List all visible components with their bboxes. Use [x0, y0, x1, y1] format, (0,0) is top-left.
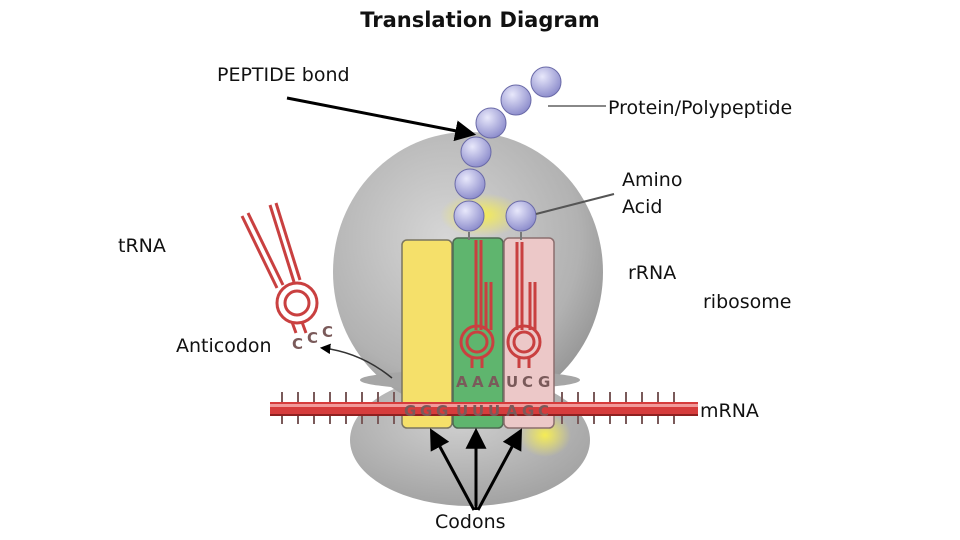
codon-base-8: G: [522, 402, 534, 420]
amino-acid-bead: [530, 66, 562, 98]
free-trna-base-1: C: [292, 335, 303, 353]
free-trna: [240, 202, 319, 334]
rrna-label: rRNA: [628, 262, 676, 284]
trna-p-site: [459, 240, 495, 368]
codon-base-4: U: [456, 402, 468, 420]
codons-label: Codons: [435, 511, 506, 533]
mrna-codon-bases: G G G U U U A G C: [404, 402, 549, 420]
codon-base-6: U: [488, 402, 500, 420]
anticodon-base-4: U: [506, 373, 518, 391]
ribosome-label: ribosome: [703, 291, 792, 313]
peptide-bond-label: PEPTIDE bond: [217, 64, 350, 86]
free-trna-base-2: C: [307, 329, 318, 347]
site-e: [401, 239, 453, 429]
amino-label: Amino: [622, 169, 682, 191]
codon-base-2: G: [420, 402, 432, 420]
trna-label: tRNA: [118, 235, 166, 257]
codon-arrow-1: [430, 428, 476, 511]
trna-a-site: [506, 242, 542, 368]
anticodon-label: Anticodon: [176, 335, 272, 357]
protein-label: Protein/Polypeptide: [608, 97, 792, 119]
amino-acid-leader-line: [535, 193, 615, 215]
amino-acid-bead: [500, 84, 532, 116]
codon-base-9: C: [538, 402, 549, 420]
acid-label: Acid: [622, 196, 662, 218]
anticodon-arrow: [319, 343, 393, 379]
mrna-strand: [270, 392, 698, 424]
amino-acid-bead: [475, 107, 507, 139]
trna-anticodon-bases: A A A U C G: [456, 373, 550, 391]
codon-arrow-3: [476, 428, 522, 511]
anticodon-base-6: G: [538, 373, 550, 391]
codon-base-5: U: [472, 402, 484, 420]
amino-acid-bead: [460, 136, 492, 168]
amino-acid-bead: [453, 200, 485, 232]
anticodon-base-2: A: [472, 373, 484, 391]
incoming-amino-acid: [505, 200, 537, 232]
page-title: Translation Diagram: [360, 8, 600, 32]
amino-acid-bead: [454, 168, 486, 200]
anticodon-base-3: A: [488, 373, 500, 391]
polypeptide-chain: [453, 66, 562, 240]
codon-base-1: G: [404, 402, 416, 420]
anticodon-base-5: C: [522, 373, 533, 391]
mrna-label: mRNA: [700, 400, 759, 422]
codon-base-3: G: [436, 402, 448, 420]
free-trna-base-3: C: [322, 323, 333, 341]
anticodon-base-1: A: [456, 373, 468, 391]
peptide-bond-arrow: [286, 96, 477, 142]
codon-base-7: A: [506, 402, 518, 420]
